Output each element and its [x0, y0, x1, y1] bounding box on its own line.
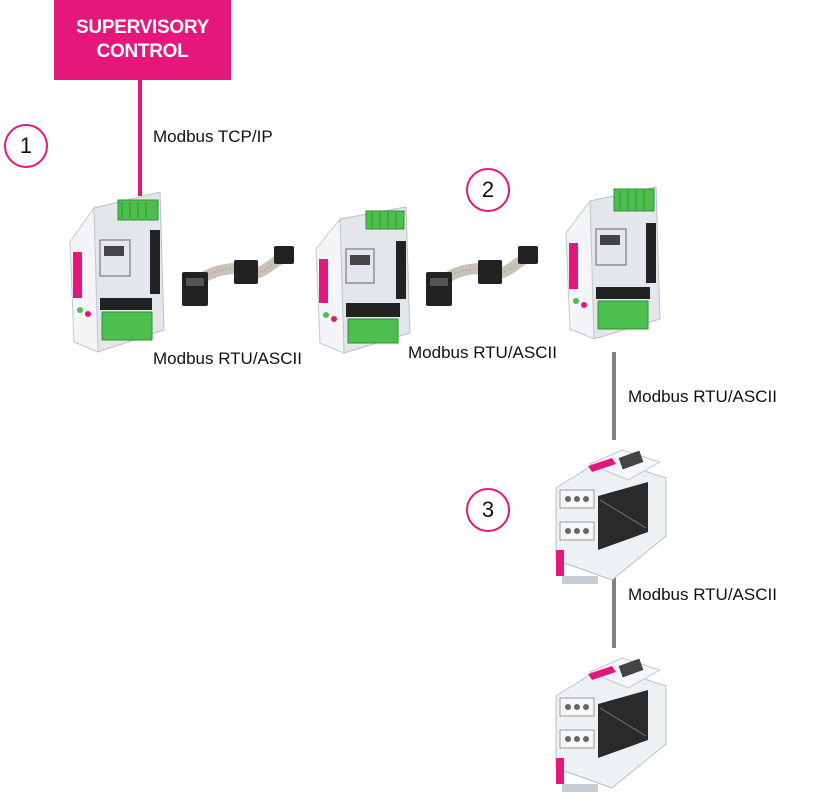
rtu-label-1: Modbus RTU/ASCII: [153, 349, 302, 368]
supervisory-label-line1: SUPERVISORY: [76, 17, 209, 38]
field-module-1: [555, 449, 667, 584]
step-1-marker: 1: [4, 124, 48, 168]
step-3-marker: 3: [466, 488, 510, 532]
ribbon-cable-1: [182, 246, 294, 306]
step-2-number: 2: [481, 177, 495, 202]
tcp-ip-label: Modbus TCP/IP: [153, 127, 273, 146]
tcp-ip-link-line: [138, 80, 142, 196]
rtu-label-4: Modbus RTU/ASCII: [628, 585, 777, 604]
gateway-device-1: [69, 191, 165, 353]
field-module-2: [555, 657, 667, 792]
ribbon-cable-2: [426, 246, 538, 306]
rtu-link-line-vertical-2: [612, 560, 616, 648]
rtu-label-3: Modbus RTU/ASCII: [628, 387, 777, 406]
supervisory-label-line2: CONTROL: [96, 41, 189, 62]
rtu-label-2: Modbus RTU/ASCII: [408, 343, 557, 362]
step-3-number: 3: [481, 497, 495, 522]
gateway-device-3: [565, 186, 661, 340]
rtu-link-line-vertical-1: [612, 352, 616, 440]
gateway-device-2: [315, 206, 411, 354]
supervisory-control-box: SUPERVISORY CONTROL: [54, 0, 231, 80]
step-1-number: 1: [19, 133, 33, 158]
step-2-marker: 2: [466, 168, 510, 212]
